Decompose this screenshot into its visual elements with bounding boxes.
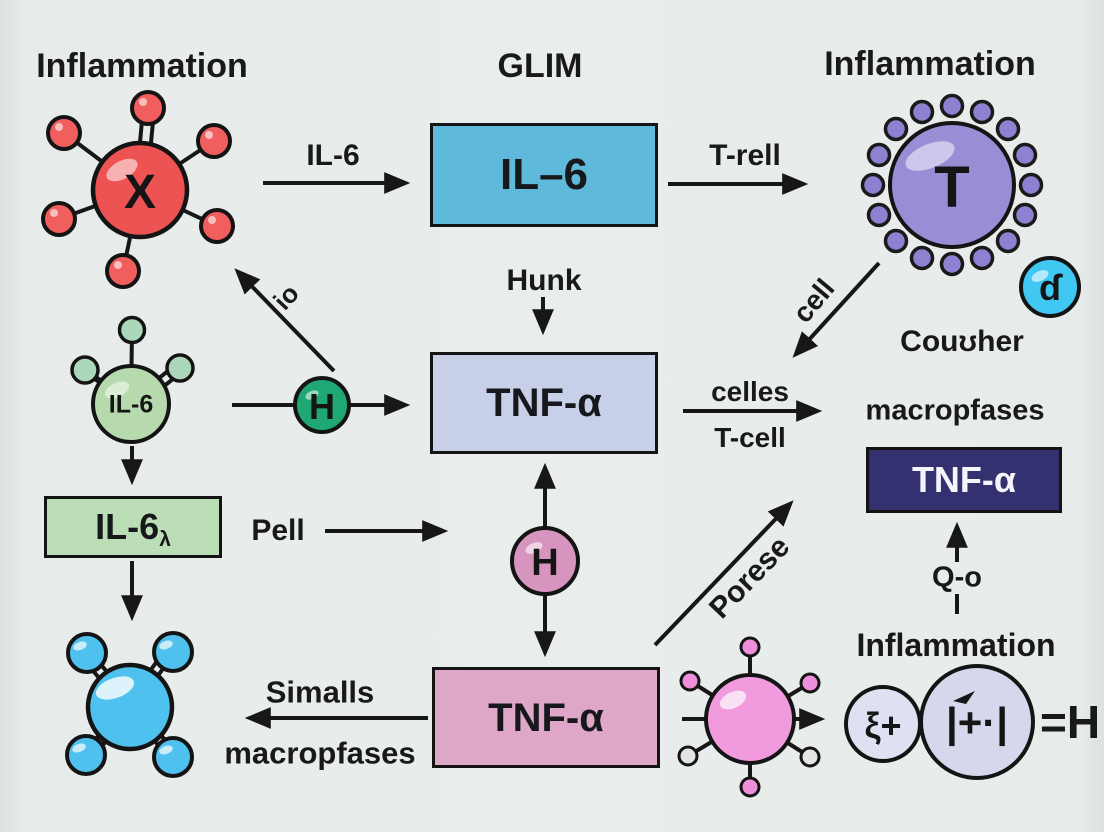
box-tnf-mid-label: TNF-α [486,381,602,425]
cyan-circle [1019,256,1081,318]
pink-h-node [510,526,580,596]
heading-inflammation-bottom-right: Inflammation [856,627,1056,663]
t-cell-letter: T [934,155,970,220]
pink-molecule [677,636,821,798]
box-tnf-right: TNF-α [866,447,1062,513]
red-molecule-letter: X [123,166,157,219]
green-molecule-letter: IL-6 [108,390,154,419]
receptor-small-letter: ξ+ [864,705,902,746]
heading-inflammation-top-right: Inflammation [824,45,1036,83]
label-macropfases-bottom: macropfases [224,735,416,771]
green-molecule [70,315,195,444]
receptor-circles [844,664,1035,780]
green-h-node [293,376,351,434]
t-cell-molecule [860,93,1044,277]
label-il6-arrow: IL-6 [306,139,360,172]
arrow-porese-diagonal [653,500,794,647]
box-il6-green-label: IL-6 [95,506,160,547]
cyan-circle-letter: ɗ [1039,267,1061,308]
label-couher: Couʊher [900,325,1024,358]
receptor-large-circle [919,664,1035,780]
red-molecule [41,90,235,289]
arrow-cell-diagonal [792,261,881,358]
label-q-o: Q-o [932,561,982,594]
pink-molecule-core [704,673,796,765]
receptor-large-letter: |+·| [945,699,1009,746]
label-simalls: Simalls [265,674,375,710]
box-tnf-right-label: TNF-α [911,459,1017,500]
heading-inflammation-top-left: Inflammation [36,47,248,85]
label-hunk: Hunk [506,264,582,297]
green-h-letter: H [309,386,335,427]
arrow-io-diagonal [234,268,336,373]
label-macropfases-right: macropfases [865,394,1045,427]
box-tnf-bottom: TNF-α [432,667,660,768]
heading-glim: GLIM [497,47,583,85]
box-il6-green-subscript: λ [159,528,171,552]
blue-molecule [65,631,194,778]
pink-h-letter: H [531,542,559,584]
box-tnf-bottom-label: TNF-α [488,695,604,740]
label-celles: celles [711,376,789,407]
label-t-rell: T-rell [709,139,781,172]
label-pell: Pell [251,514,305,547]
label-t-cell: T-cell [714,422,786,453]
box-il6: IL–6 [430,123,658,227]
box-il6-label: IL–6 [499,150,589,199]
box-tnf-mid: TNF-α [430,352,658,454]
label-equals-h: =H [1039,696,1101,748]
receptor-mark [953,691,975,704]
